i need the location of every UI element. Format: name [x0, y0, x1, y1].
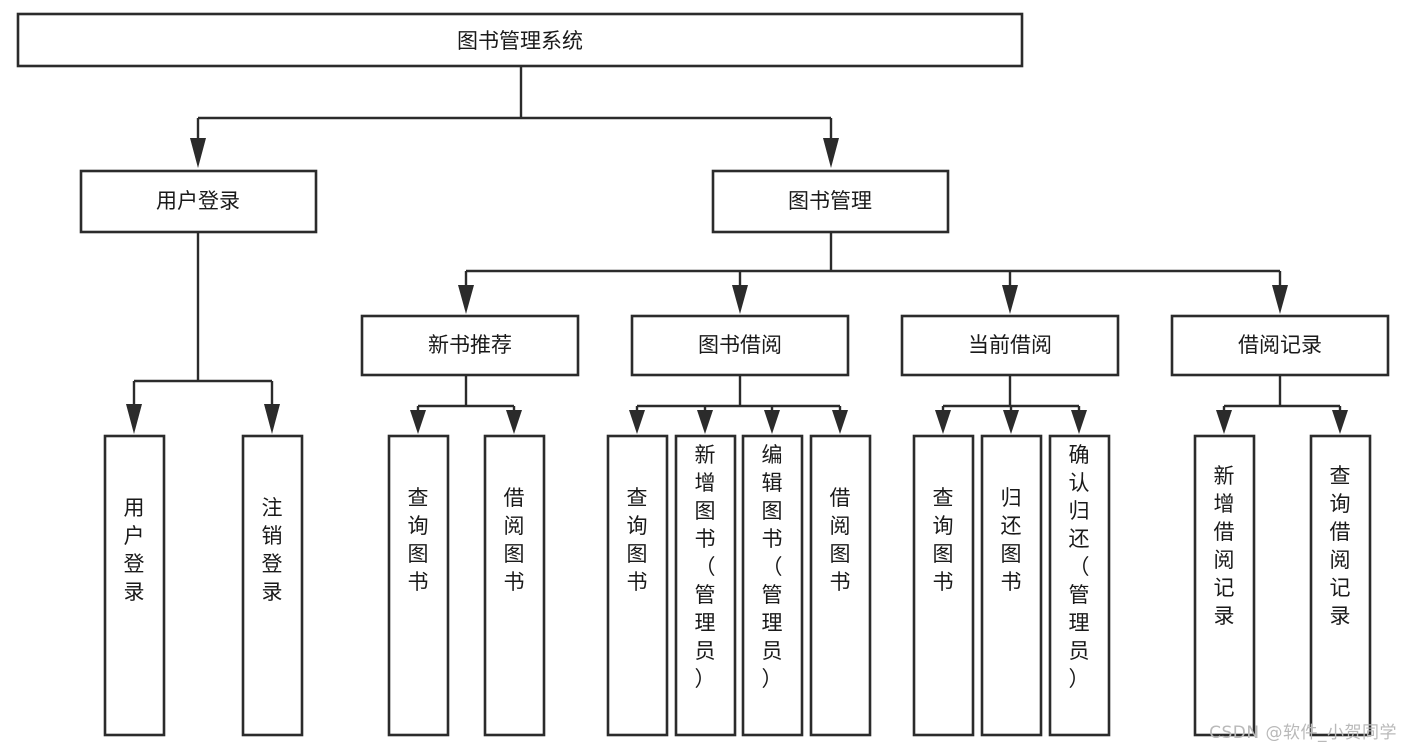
node-book-borrow-label: 图书借阅	[698, 333, 782, 357]
arrow-borrow-record-leaf-2	[1332, 410, 1348, 434]
connector-group-current-borrow	[935, 375, 1087, 434]
node-user-login[interactable]: 用户登录	[79, 169, 318, 234]
node-leaf-user-login-2[interactable]: 注销登录	[241, 434, 304, 737]
connector-group-borrow-record	[1216, 375, 1348, 434]
node-leaf-book-borrow-4[interactable]: 借阅图书	[809, 434, 872, 737]
arrow-book-mgmt-child-2	[732, 285, 748, 314]
node-leaf-new-book-1[interactable]: 查询图书	[387, 434, 450, 737]
node-book-management-box[interactable]	[711, 169, 950, 234]
arrow-root-to-book-mgmt	[823, 138, 839, 168]
node-leaf-user-login-1[interactable]: 用户登录	[103, 434, 166, 737]
connector-group-book-mgmt	[458, 232, 1288, 314]
node-leaf-borrow-record-2-box[interactable]	[1309, 434, 1372, 737]
arrow-book-borrow-leaf-2	[697, 410, 713, 434]
arrow-book-borrow-leaf-3	[764, 410, 780, 434]
arrow-current-borrow-leaf-3	[1071, 410, 1087, 434]
node-leaf-current-borrow-3[interactable]: 确认归还（管理员）	[1048, 434, 1111, 737]
node-borrow-record[interactable]: 借阅记录	[1170, 314, 1390, 377]
node-book-management-label: 图书管理	[788, 189, 872, 213]
node-leaf-current-borrow-1[interactable]: 查询图书	[912, 434, 975, 737]
node-leaf-new-book-2-box[interactable]	[483, 434, 546, 737]
node-leaf-book-borrow-1-label: 查询图书	[627, 486, 648, 594]
arrow-root-to-user-login	[190, 138, 206, 168]
node-leaf-new-book-2-label: 借阅图书	[504, 486, 525, 594]
arrow-book-borrow-leaf-1	[629, 410, 645, 434]
node-leaf-user-login-1-box[interactable]	[103, 434, 166, 737]
node-leaf-current-borrow-1-box[interactable]	[912, 434, 975, 737]
node-book-management[interactable]: 图书管理	[711, 169, 950, 234]
node-leaf-current-borrow-3-box[interactable]	[1048, 434, 1111, 737]
arrow-current-borrow-leaf-1	[935, 410, 951, 434]
node-leaf-current-borrow-3-label: 确认归还（管理员）	[1069, 443, 1090, 691]
node-leaf-book-borrow-3-label: 编辑图书（管理员）	[762, 443, 783, 691]
node-book-borrow[interactable]: 图书借阅	[630, 314, 850, 377]
node-leaf-book-borrow-2[interactable]: 新增图书（管理员）	[674, 434, 737, 737]
arrow-new-book-leaf-1	[410, 410, 426, 434]
node-leaf-borrow-record-1-box[interactable]	[1193, 434, 1256, 737]
node-leaf-user-login-2-label: 注销登录	[262, 496, 283, 604]
node-leaf-user-login-2-box[interactable]	[241, 434, 304, 737]
node-root-system-label: 图书管理系统	[457, 29, 583, 53]
arrow-book-mgmt-child-3	[1002, 285, 1018, 314]
node-root-system-box[interactable]	[16, 12, 1024, 68]
node-leaf-book-borrow-3[interactable]: 编辑图书（管理员）	[741, 434, 804, 737]
arrow-current-borrow-leaf-2	[1003, 410, 1019, 434]
node-leaf-user-login-1-label: 用户登录	[124, 496, 145, 604]
node-current-borrow-box[interactable]	[900, 314, 1120, 377]
csdn-watermark: CSDN @软件_小贺同学	[1209, 723, 1397, 743]
node-new-book-recommend-label: 新书推荐	[428, 333, 512, 357]
node-leaf-current-borrow-2-box[interactable]	[980, 434, 1043, 737]
node-user-login-box[interactable]	[79, 169, 318, 234]
connector-group-user-login	[126, 232, 280, 434]
arrow-book-borrow-leaf-4	[832, 410, 848, 434]
node-current-borrow[interactable]: 当前借阅	[900, 314, 1120, 377]
connector-group-new-book	[410, 375, 522, 434]
arrow-user-login-leaf-1	[126, 404, 142, 434]
node-leaf-new-book-1-label: 查询图书	[408, 486, 429, 594]
node-leaf-book-borrow-1[interactable]: 查询图书	[606, 434, 669, 737]
node-leaf-borrow-record-2[interactable]: 查询借阅记录	[1309, 434, 1372, 737]
arrow-book-mgmt-child-1	[458, 285, 474, 314]
node-leaf-borrow-record-2-label: 查询借阅记录	[1330, 464, 1351, 628]
node-book-borrow-box[interactable]	[630, 314, 850, 377]
arrow-user-login-leaf-2	[264, 404, 280, 434]
node-leaf-book-borrow-2-label: 新增图书（管理员）	[695, 443, 716, 691]
node-leaf-current-borrow-1-label: 查询图书	[933, 486, 954, 594]
node-leaf-book-borrow-1-box[interactable]	[606, 434, 669, 737]
node-borrow-record-label: 借阅记录	[1238, 333, 1322, 357]
node-leaf-book-borrow-4-box[interactable]	[809, 434, 872, 737]
node-user-login-label: 用户登录	[156, 189, 240, 213]
connector-group-book-borrow	[629, 375, 848, 434]
node-new-book-recommend-box[interactable]	[360, 314, 580, 377]
node-leaf-book-borrow-2-box[interactable]	[674, 434, 737, 737]
node-root-system[interactable]: 图书管理系统	[16, 12, 1024, 68]
arrow-new-book-leaf-2	[506, 410, 522, 434]
node-leaf-book-borrow-4-label: 借阅图书	[830, 486, 851, 594]
node-leaf-book-borrow-3-box[interactable]	[741, 434, 804, 737]
connector-group-root	[190, 66, 839, 168]
node-leaf-current-borrow-2-label: 归还图书	[1001, 486, 1022, 594]
node-leaf-current-borrow-2[interactable]: 归还图书	[980, 434, 1043, 737]
node-new-book-recommend[interactable]: 新书推荐	[360, 314, 580, 377]
arrow-borrow-record-leaf-1	[1216, 410, 1232, 434]
node-leaf-borrow-record-1[interactable]: 新增借阅记录	[1193, 434, 1256, 737]
node-leaf-new-book-2[interactable]: 借阅图书	[483, 434, 546, 737]
node-borrow-record-box[interactable]	[1170, 314, 1390, 377]
node-current-borrow-label: 当前借阅	[968, 333, 1052, 357]
node-leaf-borrow-record-1-label: 新增借阅记录	[1214, 464, 1235, 628]
node-leaf-new-book-1-box[interactable]	[387, 434, 450, 737]
arrow-book-mgmt-child-4	[1272, 285, 1288, 314]
